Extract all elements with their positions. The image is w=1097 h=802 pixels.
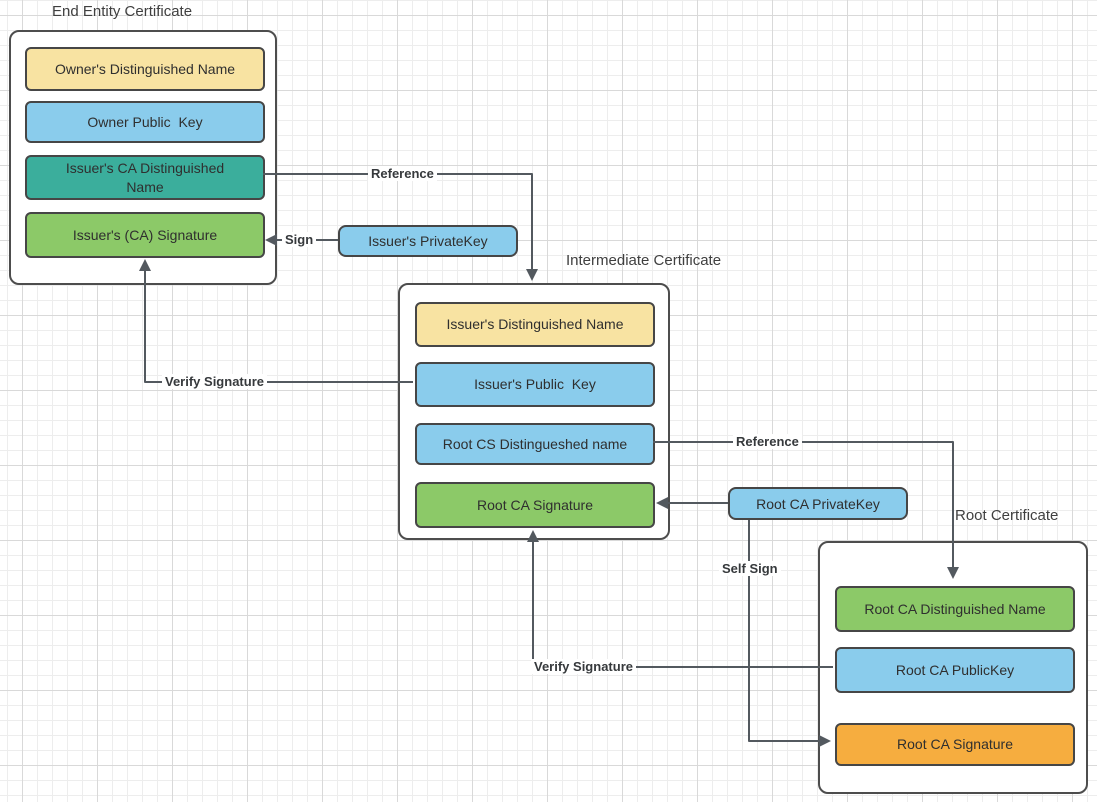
- root-ca-signature-field-root[interactable]: Root CA Signature: [835, 723, 1075, 766]
- issuers-ca-distinguished-name-field[interactable]: Issuer's CA Distinguished Name: [25, 155, 265, 200]
- owners-distinguished-name-field[interactable]: Owner's Distinguished Name: [25, 47, 265, 91]
- root-ca-distinguished-name-field[interactable]: Root CA Distinguished Name: [835, 586, 1075, 632]
- sign-label: Sign: [282, 232, 317, 247]
- intermediate-certificate-title: Intermediate Certificate: [566, 252, 722, 269]
- verify-signature-bottom-label: Verify Signature: [531, 659, 636, 674]
- end-entity-certificate-title: End Entity Certificate: [52, 3, 193, 20]
- issuers-ca-signature-field[interactable]: Issuer's (CA) Signature: [25, 212, 265, 258]
- intermediate-certificate-group[interactable]: Issuer's Distinguished Name Issuer's Pub…: [398, 283, 670, 540]
- issuers-public-key-field[interactable]: Issuer's Public Key: [415, 362, 655, 407]
- verify-signature-left-line: [144, 271, 413, 383]
- root-certificate-group[interactable]: Root CA Distinguished Name Root CA Publi…: [818, 541, 1088, 794]
- verify-signature-bottom-line: [532, 542, 833, 668]
- issuers-distinguished-name-field[interactable]: Issuer's Distinguished Name: [415, 302, 655, 347]
- root-cs-distingueshed-name-field[interactable]: Root CS Distingueshed name: [415, 423, 655, 465]
- root-certificate-title: Root Certificate: [955, 507, 1059, 524]
- reference-top-arrowhead: [526, 269, 538, 281]
- reference-bottom-label: Reference: [733, 434, 802, 449]
- root-ca-signature-field-intermediate[interactable]: Root CA Signature: [415, 482, 655, 528]
- root-ca-privatekey-box[interactable]: Root CA PrivateKey: [728, 487, 908, 520]
- owner-public-key-field[interactable]: Owner Public Key: [25, 101, 265, 143]
- self-sign-label: Self Sign: [719, 561, 781, 576]
- end-entity-certificate-group[interactable]: Owner's Distinguished Name Owner Public …: [9, 30, 277, 285]
- issuers-privatekey-box[interactable]: Issuer's PrivateKey: [338, 225, 518, 257]
- reference-top-label: Reference: [368, 166, 437, 181]
- self-sign-line: [748, 520, 819, 742]
- verify-signature-left-label: Verify Signature: [162, 374, 267, 389]
- root-ca-publickey-field[interactable]: Root CA PublicKey: [835, 647, 1075, 693]
